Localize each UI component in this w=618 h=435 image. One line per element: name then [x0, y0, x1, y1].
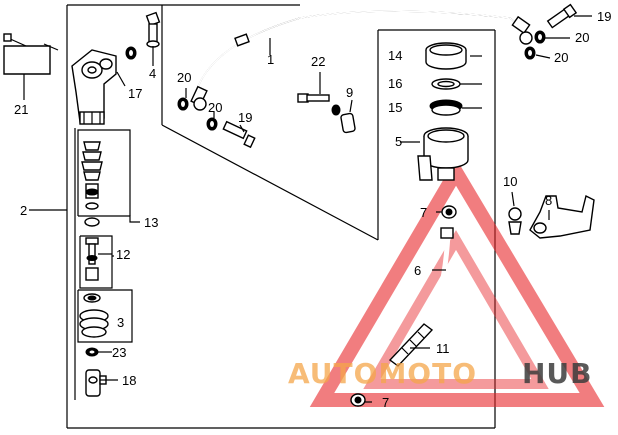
part-7-clip-upper	[441, 205, 457, 219]
label-8: 8	[545, 193, 552, 208]
part-1-brake-hose	[190, 10, 533, 111]
watermark-text-hub: HUB	[522, 357, 593, 390]
label-20-d: 20	[554, 50, 568, 65]
label-22: 22	[311, 54, 325, 69]
part-6-tube	[387, 227, 454, 372]
label-21: 21	[14, 102, 28, 117]
label-10: 10	[503, 174, 517, 189]
part-14-reservoir-cap	[425, 42, 467, 70]
part-19-bolts	[222, 3, 578, 149]
label-19-right: 19	[597, 9, 611, 24]
part-15-diaphragm	[429, 99, 463, 116]
label-11: 11	[436, 341, 450, 356]
part-8-bracket	[529, 194, 595, 239]
watermark-triangle	[309, 158, 605, 407]
label-7-upper: 7	[420, 205, 427, 220]
part-9-pin	[331, 104, 356, 134]
label-7-lower: 7	[382, 395, 389, 410]
part-22-bolt	[297, 93, 330, 103]
part-10-clip	[508, 207, 522, 235]
label-6: 6	[414, 263, 421, 278]
frame-outline	[66, 4, 496, 429]
part-labels: 1 2 3 4 5 6 7 7 8 9 10 11 12 13 14 15 16…	[14, 9, 611, 410]
label-16: 16	[388, 76, 402, 91]
label-23: 23	[112, 345, 126, 360]
label-4: 4	[149, 66, 156, 81]
part-4-bolt	[145, 11, 161, 48]
part-3-boot	[79, 293, 109, 338]
label-17: 17	[128, 86, 142, 101]
part-18-joint	[85, 369, 107, 397]
part-13-piston-spring	[81, 141, 103, 227]
part-21-bolt	[3, 33, 59, 96]
label-18: 18	[122, 373, 136, 388]
part-12-push-rod	[85, 237, 99, 281]
label-20-b: 20	[208, 100, 222, 115]
label-5: 5	[395, 134, 402, 149]
part-17-master-cylinder	[71, 49, 117, 125]
label-3: 3	[117, 315, 124, 330]
label-20-a: 20	[177, 70, 191, 85]
label-20-c: 20	[575, 30, 589, 45]
label-1: 1	[267, 52, 274, 67]
part-11-hose-section	[388, 323, 434, 367]
label-9: 9	[346, 85, 353, 100]
label-2: 2	[20, 203, 27, 218]
label-19-left: 19	[238, 110, 252, 125]
label-13: 13	[144, 215, 158, 230]
leader-lines	[23, 15, 592, 403]
part-16-plate	[431, 78, 461, 90]
watermark-text-automoto: AUTOMOTO	[288, 357, 477, 390]
part-5-reservoir	[417, 127, 469, 181]
part-17-nut	[125, 46, 137, 60]
label-15: 15	[388, 100, 402, 115]
part-20-washers	[177, 30, 546, 131]
watermark-logo: AUTOMOTO HUB	[288, 357, 593, 390]
part-23-nut	[85, 347, 99, 357]
part-7-clip-lower	[350, 393, 366, 407]
label-14: 14	[388, 48, 402, 63]
label-12: 12	[116, 247, 130, 262]
